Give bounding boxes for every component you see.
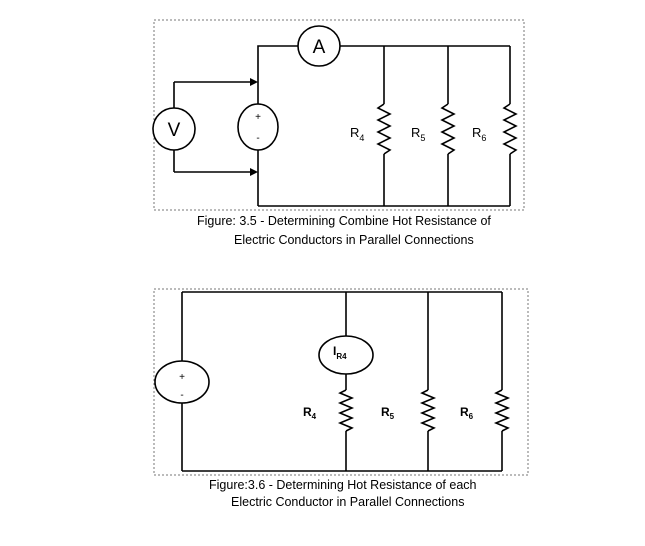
voltmeter-arrow-bottom-icon <box>250 168 258 176</box>
resistor-r6: R6 <box>472 46 518 206</box>
resistor-r5: R5 <box>381 292 437 471</box>
r4-label: R4 <box>350 125 364 143</box>
figure-3-5-border <box>153 19 525 211</box>
r5-label: R5 <box>411 125 425 143</box>
ammeter-label: IR4 <box>333 344 347 361</box>
ammeter-symbol: A <box>313 37 326 58</box>
voltage-source: + - <box>237 103 279 151</box>
voltmeter-symbol: V <box>168 120 181 141</box>
figure-3-6: + - IR4 R4 R5 R6 <box>153 288 529 476</box>
source-circle <box>154 360 210 404</box>
source-circle <box>237 103 279 151</box>
source-minus-sign: - <box>256 133 259 144</box>
ammeter: A <box>297 25 341 67</box>
r5-label: R5 <box>381 405 395 421</box>
r5-zigzag <box>440 103 456 155</box>
r4-zigzag <box>337 389 355 432</box>
r6-zigzag <box>493 389 511 432</box>
voltmeter-arrow-top-icon <box>250 78 258 86</box>
ammeter-ir4: IR4 <box>318 335 374 375</box>
source-plus-sign: + <box>179 372 185 383</box>
voltmeter: V <box>152 78 258 176</box>
resistor-r6: R6 <box>460 292 511 471</box>
resistor-r4: R4 <box>350 46 392 206</box>
figure-3-6-caption-line2: Electric Conductor in Parallel Connectio… <box>231 495 465 509</box>
voltmeter-circle <box>152 107 196 151</box>
r6-zigzag <box>502 103 518 155</box>
source-plus-sign: + <box>255 112 261 123</box>
figure-3-6-caption-line1: Figure:3.6 - Determining Hot Resistance … <box>209 478 477 492</box>
ammeter-circle <box>297 25 341 67</box>
voltage-source: + - <box>154 360 210 404</box>
resistor-r5: R5 <box>411 46 456 206</box>
r4-label: R4 <box>303 405 317 421</box>
figure-3-5-caption-line2: Electric Conductors in Parallel Connecti… <box>234 233 474 247</box>
r6-label: R6 <box>460 405 474 421</box>
top-wire <box>257 45 298 78</box>
source-minus-sign: - <box>180 390 183 401</box>
resistor-r4-branch: IR4 R4 <box>303 292 374 471</box>
r4-zigzag <box>376 103 392 155</box>
r5-zigzag <box>419 389 437 432</box>
figure-3-5: A + - V R4 <box>152 19 525 211</box>
figure-3-5-caption-line1: Figure: 3.5 - Determining Combine Hot Re… <box>197 214 491 228</box>
r6-label: R6 <box>472 125 486 143</box>
figure-3-6-border <box>153 288 529 476</box>
